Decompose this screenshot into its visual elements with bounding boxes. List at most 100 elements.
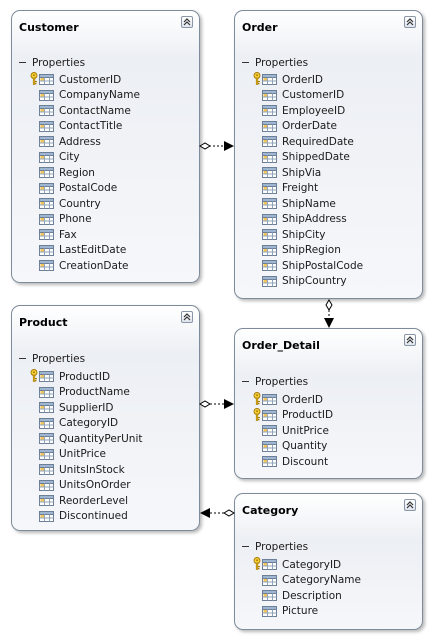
property-row[interactable]: OrderID — [253, 392, 333, 408]
section-header[interactable]: Properties — [241, 540, 308, 553]
property-row[interactable]: Phone — [39, 212, 140, 228]
property-row[interactable]: ShipCity — [262, 227, 363, 243]
property-row[interactable]: LastEditDate — [39, 243, 140, 259]
property-icon — [39, 259, 55, 272]
property-row[interactable]: CategoryID — [39, 416, 142, 432]
property-row[interactable]: UnitPrice — [262, 423, 333, 439]
property-icon — [262, 409, 278, 422]
property-icon — [262, 197, 278, 210]
section-header[interactable]: Properties — [241, 56, 308, 69]
property-icon — [39, 89, 55, 102]
entity-category[interactable]: Category Properties CategoryID CategoryNa… — [234, 493, 423, 630]
property-label: UnitPrice — [282, 424, 329, 437]
property-label: CustomerID — [282, 89, 345, 102]
property-icon — [39, 73, 55, 86]
property-row[interactable]: OrderID — [253, 72, 363, 88]
property-row[interactable]: ProductID — [30, 369, 142, 385]
double-chevron-up-icon[interactable] — [404, 16, 416, 28]
property-label: CategoryID — [282, 558, 342, 571]
section-header[interactable]: Properties — [241, 375, 308, 388]
property-icon — [262, 73, 278, 86]
property-row[interactable]: Freight — [262, 181, 363, 197]
section-label: Properties — [32, 56, 86, 69]
property-row[interactable]: City — [39, 150, 140, 166]
property-row[interactable]: Region — [39, 165, 140, 181]
property-row[interactable]: ShipAddress — [262, 212, 363, 228]
property-row[interactable]: PostalCode — [39, 181, 140, 197]
property-label: ProductID — [282, 409, 334, 422]
property-row[interactable]: ShipCountry — [262, 274, 363, 290]
property-icon — [262, 228, 278, 241]
property-icon — [39, 120, 55, 133]
property-row[interactable]: CreationDate — [39, 258, 140, 274]
category-product-association[interactable] — [200, 508, 235, 518]
property-row[interactable]: OrderDate — [262, 119, 363, 135]
double-chevron-up-icon[interactable] — [181, 311, 193, 323]
property-row[interactable]: UnitsOnOrder — [39, 478, 142, 494]
property-icon — [39, 213, 55, 226]
property-icon — [39, 494, 55, 507]
property-label: Description — [282, 589, 342, 602]
minus-icon[interactable] — [18, 354, 27, 363]
double-chevron-up-icon[interactable] — [181, 16, 193, 28]
property-row[interactable]: ContactName — [39, 103, 140, 119]
minus-icon[interactable] — [18, 58, 27, 67]
minus-icon[interactable] — [241, 58, 250, 67]
minus-icon[interactable] — [241, 542, 250, 551]
property-row[interactable]: ShipVia — [262, 165, 363, 181]
key-icon — [251, 557, 263, 570]
property-row[interactable]: ContactTitle — [39, 119, 140, 135]
property-row[interactable]: QuantityPerUnit — [39, 431, 142, 447]
property-row[interactable]: UnitsInStock — [39, 462, 142, 478]
property-row[interactable]: Fax — [39, 227, 140, 243]
property-row[interactable]: ProductID — [253, 407, 334, 424]
property-row[interactable]: ShipName — [262, 196, 363, 212]
section-header[interactable]: Properties — [18, 352, 85, 365]
property-row[interactable]: Discount — [262, 454, 333, 470]
minus-icon[interactable] — [241, 377, 250, 386]
diamond-icon — [199, 400, 211, 408]
property-row[interactable]: UnitPrice — [39, 447, 142, 463]
property-row[interactable]: RequiredDate — [262, 134, 363, 150]
property-row[interactable]: CustomerID — [30, 72, 140, 88]
property-icon — [262, 275, 278, 288]
product-orderdetail-association[interactable] — [199, 399, 234, 409]
double-chevron-up-icon[interactable] — [404, 499, 416, 511]
customer-order-association[interactable] — [199, 141, 234, 151]
property-row[interactable]: ProductName — [39, 385, 142, 401]
property-row[interactable]: Picture — [262, 604, 361, 620]
property-row[interactable]: ShipRegion — [262, 243, 363, 259]
property-row[interactable]: CustomerID — [262, 88, 363, 104]
property-icon — [39, 510, 55, 523]
property-row[interactable]: Country — [39, 196, 140, 212]
property-row[interactable]: Address — [39, 134, 140, 150]
property-row[interactable]: Description — [262, 588, 361, 604]
property-row[interactable]: ShipPostalCode — [262, 258, 363, 274]
property-row[interactable]: Quantity — [262, 439, 333, 455]
property-row[interactable]: ShippedDate — [262, 150, 363, 166]
property-row[interactable]: SupplierID — [39, 400, 142, 416]
property-row[interactable]: CategoryName — [262, 573, 361, 589]
entity-title: Category — [242, 504, 299, 517]
double-chevron-up-icon[interactable] — [404, 334, 416, 346]
property-row[interactable]: EmployeeID — [262, 103, 363, 119]
property-row[interactable]: CompanyName — [39, 88, 140, 104]
order-orderdetail-association[interactable] — [324, 299, 334, 328]
property-icon — [262, 244, 278, 257]
property-row[interactable]: ReorderLevel — [39, 493, 142, 509]
arrowhead-icon — [224, 399, 234, 409]
property-icon — [262, 574, 278, 587]
section-header[interactable]: Properties — [18, 56, 85, 69]
property-row[interactable]: Discontinued — [39, 509, 142, 525]
property-label: Picture — [282, 605, 319, 618]
entity-title: Order_Detail — [242, 339, 320, 352]
property-row[interactable]: CategoryID — [253, 557, 361, 573]
property-label: ShipPostalCode — [282, 259, 364, 272]
